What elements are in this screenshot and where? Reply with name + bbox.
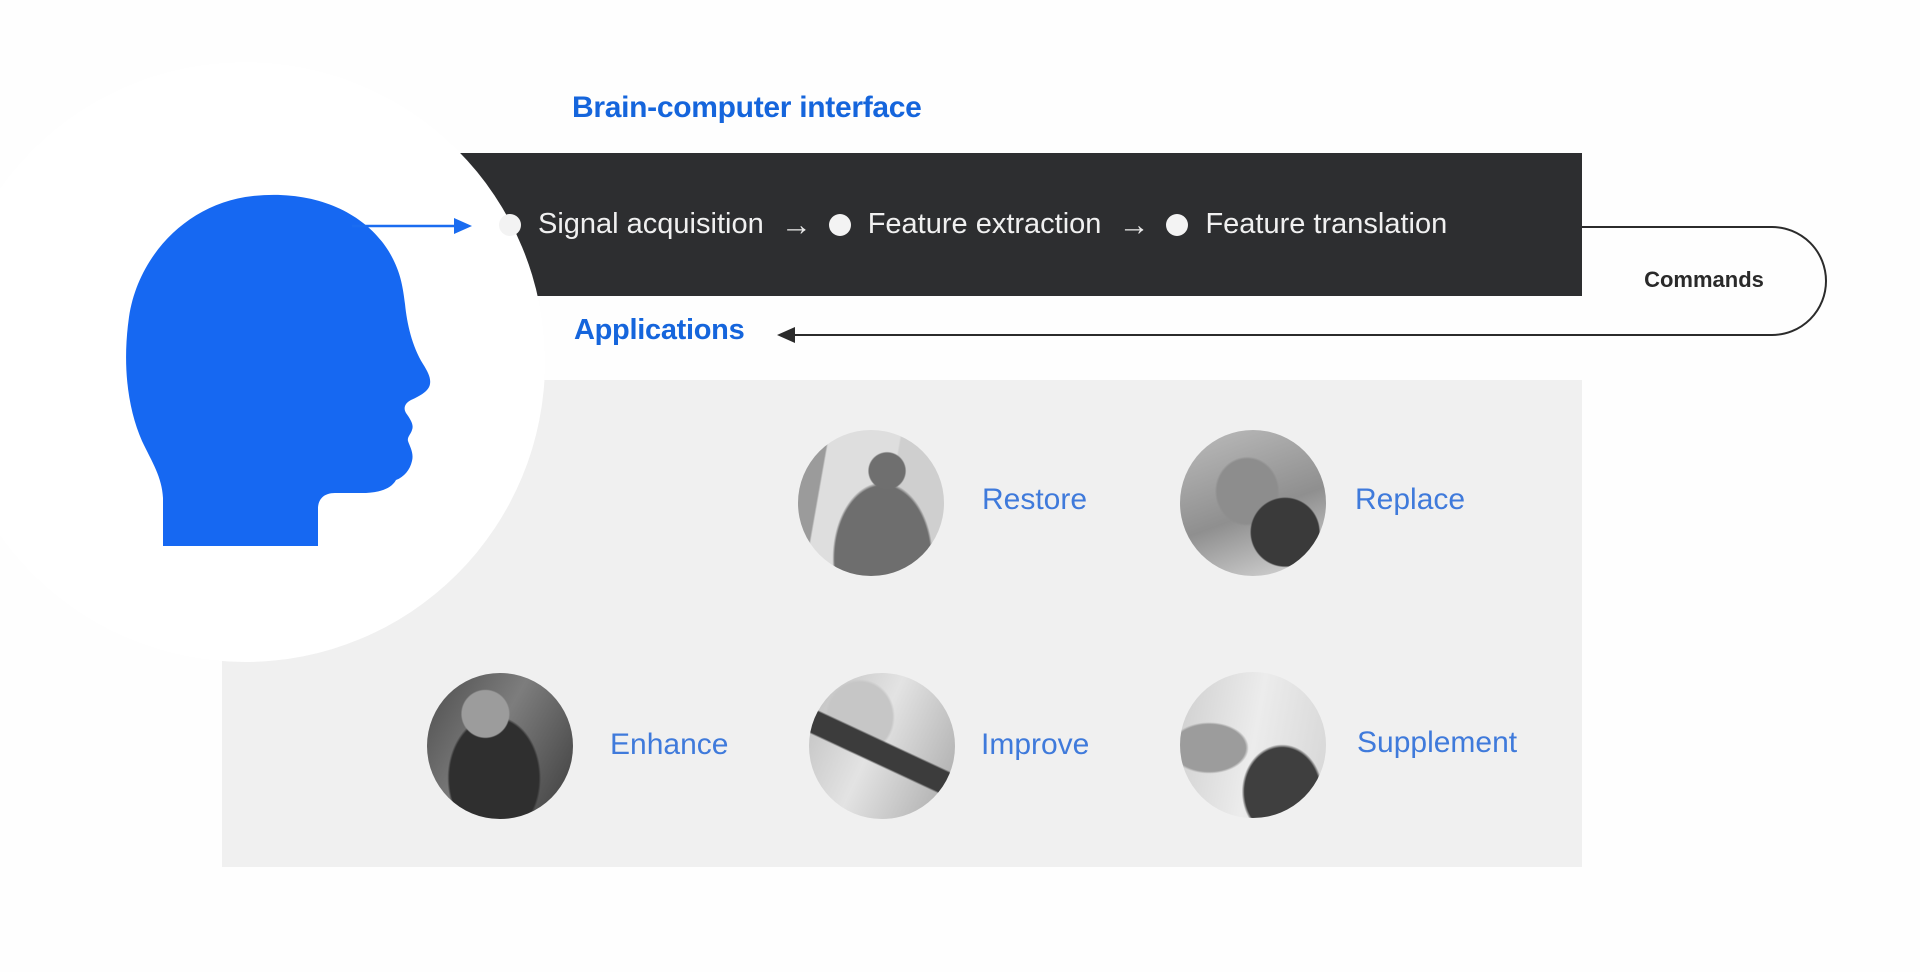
replace-photo [1180,430,1326,576]
pipeline-stage-feature-translation: Feature translation [1205,208,1448,240]
stage-bullet-icon [828,213,851,236]
commands-label: Commands [1644,267,1764,292]
right-arrow-icon: → [1118,207,1150,242]
restore-label: Restore [982,483,1088,516]
supplement-photo [1180,672,1326,818]
pipeline-row: Signal acquisition → Feature extraction … [499,153,1447,296]
applications-arrowhead [777,327,795,343]
enhance-photo [427,673,573,819]
head-to-banner-arrow [352,218,472,234]
stage-bullet-icon [499,213,521,236]
improve-label: Improve [981,728,1090,761]
commands-loop [777,226,1828,343]
right-arrow-icon: → [780,207,812,242]
restore-photo [798,430,944,576]
head-silhouette [126,194,431,546]
pipeline-banner [455,153,1582,296]
stage-bullet-icon [1166,213,1189,236]
improve-photo [809,673,955,819]
pipeline-stage-feature-extraction: Feature extraction [867,208,1102,240]
enhance-label: Enhance [610,728,729,761]
bci-title: Brain-computer interface [572,91,922,124]
replace-label: Replace [1355,483,1466,516]
supplement-label: Supplement [1357,726,1518,759]
pipeline-stage-signal-acquisition: Signal acquisition [538,208,764,240]
applications-title: Applications [574,314,745,346]
